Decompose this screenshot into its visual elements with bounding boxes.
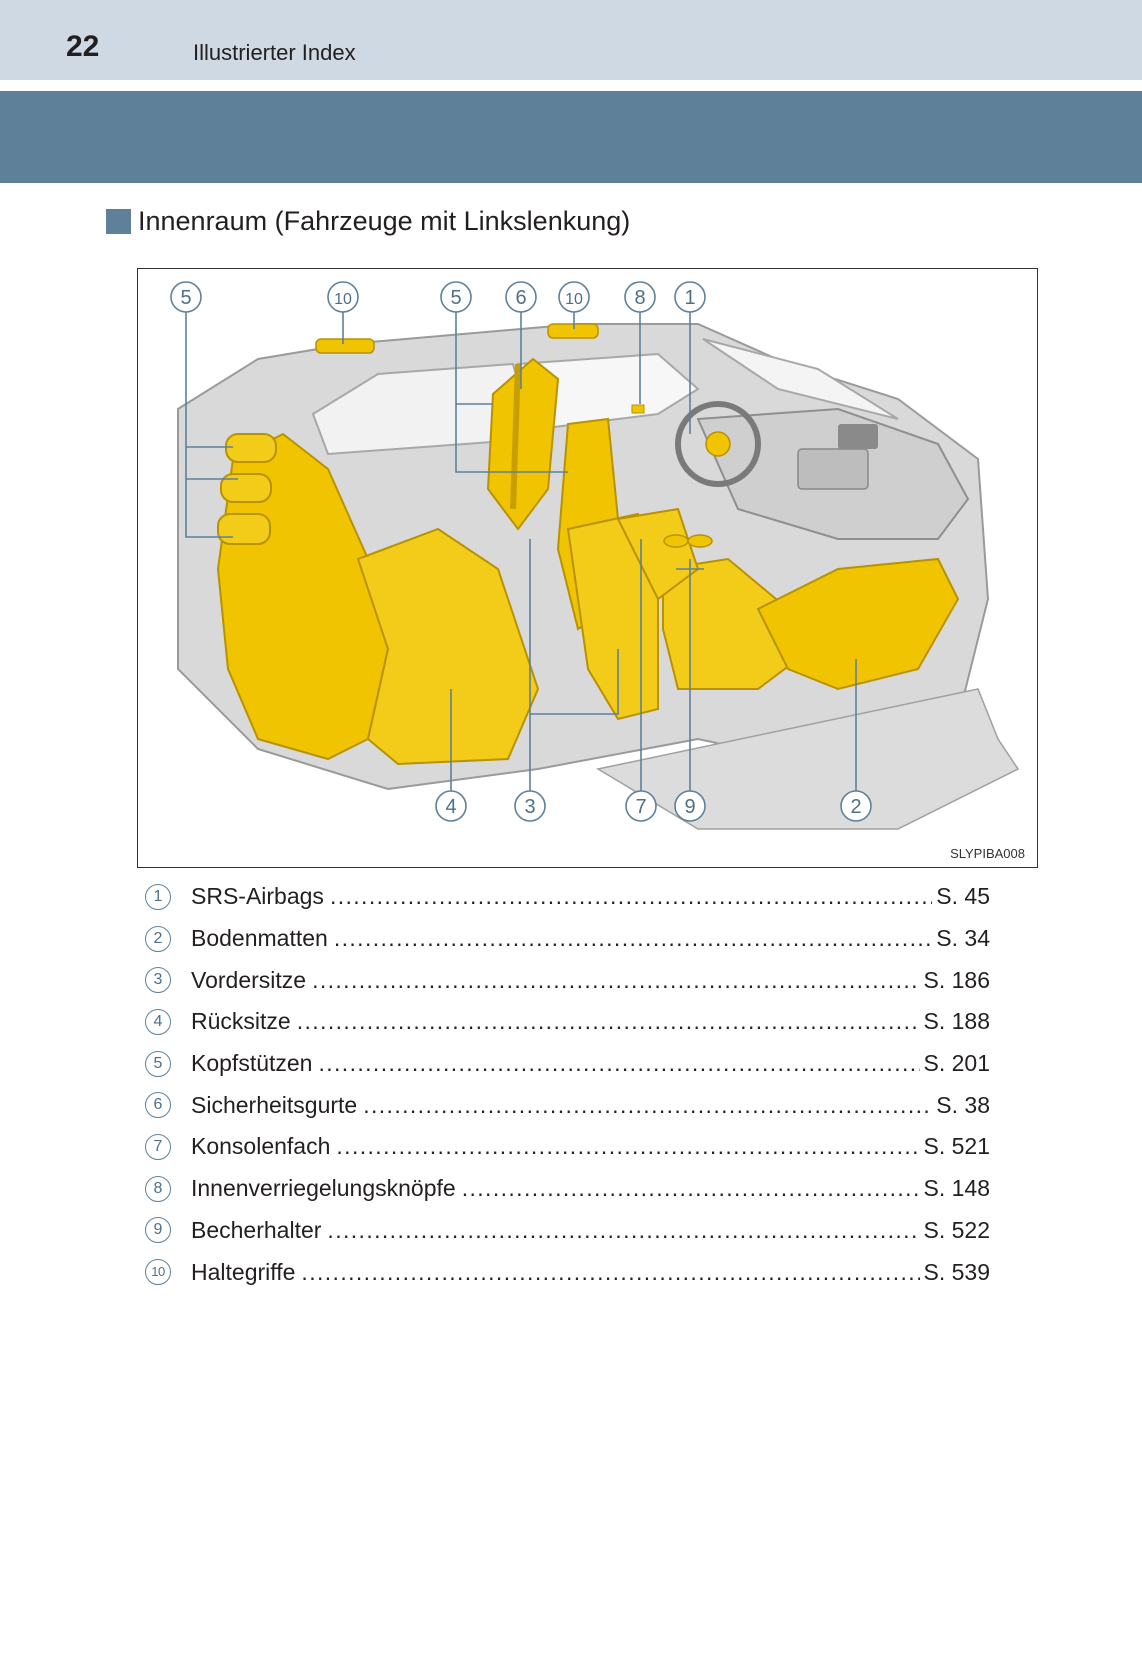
item-number: 10 [145, 1259, 171, 1286]
item-label: Kopfstützen [191, 1050, 313, 1077]
list-item: 8 Innenverriegelungsknöpfe S. 148 [145, 1168, 990, 1210]
item-number: 7 [145, 1133, 171, 1160]
svg-text:2: 2 [850, 796, 861, 818]
page-reference[interactable]: S. 539 [923, 1258, 991, 1285]
item-label: Bodenmatten [191, 925, 328, 952]
item-label: Innenverriegelungsknöpfe [191, 1175, 456, 1202]
page-number: 22 [66, 30, 100, 63]
item-label: Becherhalter [191, 1216, 322, 1243]
page-reference[interactable]: S. 186 [923, 966, 991, 993]
item-label: Haltegriffe [191, 1258, 296, 1285]
list-item: 9 Becherhalter S. 522 [145, 1210, 990, 1252]
svg-text:9: 9 [684, 796, 695, 818]
item-label: Sicherheitsgurte [191, 1091, 358, 1118]
item-label: Konsolenfach [191, 1133, 331, 1160]
page-reference[interactable]: S. 188 [923, 1008, 991, 1035]
dot-leader [336, 1133, 919, 1160]
page-reference[interactable]: S. 34 [936, 925, 990, 952]
svg-text:1: 1 [684, 287, 695, 309]
list-item: 4 Rücksitze S. 188 [145, 1001, 990, 1043]
item-number: 2 [145, 925, 171, 952]
leader-3 [529, 539, 619, 791]
callout-9: 9 [674, 790, 706, 822]
list-item: 6 Sicherheitsgurte S. 38 [145, 1084, 990, 1126]
dot-leader [318, 1050, 919, 1077]
callout-5b: 5 [440, 281, 472, 313]
figure-code: SLYPIBA008 [950, 846, 1025, 861]
list-item: 2 Bodenmatten S. 34 [145, 918, 990, 960]
svg-text:3: 3 [524, 796, 535, 818]
dot-leader [312, 967, 919, 994]
item-number: 4 [145, 1008, 171, 1035]
callout-8: 8 [624, 281, 656, 313]
index-list: 1 SRS-Airbags S. 45 2 Bodenmatten S. 34 … [145, 876, 990, 1293]
header-title: Illustrierter Index [193, 40, 356, 65]
list-item: 5 Kopfstützen S. 201 [145, 1043, 990, 1085]
page-reference[interactable]: S. 45 [936, 883, 990, 910]
svg-text:5: 5 [450, 287, 461, 309]
leader-5b [455, 303, 568, 473]
svg-text:5: 5 [180, 287, 191, 309]
item-number: 3 [145, 967, 171, 994]
page-reference[interactable]: S. 521 [923, 1133, 991, 1160]
dot-leader [334, 925, 932, 952]
leader-5a [185, 303, 238, 538]
callout-7: 7 [625, 790, 657, 822]
page-reference[interactable]: S. 522 [923, 1216, 991, 1243]
leader-9 [676, 559, 704, 791]
svg-text:7: 7 [635, 796, 646, 818]
dot-leader [330, 883, 932, 910]
item-number: 1 [145, 883, 171, 910]
list-item: 7 Konsolenfach S. 521 [145, 1126, 990, 1168]
svg-text:10: 10 [565, 291, 583, 308]
page-reference[interactable]: S. 38 [936, 1091, 990, 1118]
dot-leader [462, 1175, 920, 1202]
item-number: 9 [145, 1217, 171, 1244]
section-marker-icon [106, 209, 131, 234]
section-title: Innenraum (Fahrzeuge mit Linkslenkung) [138, 206, 631, 236]
dot-leader [301, 1259, 919, 1286]
svg-text:8: 8 [634, 287, 645, 309]
item-label: Rücksitze [191, 1008, 291, 1035]
svg-text:4: 4 [445, 796, 456, 818]
item-number: 5 [145, 1050, 171, 1077]
callout-2: 2 [840, 790, 872, 822]
svg-text:6: 6 [515, 287, 526, 309]
interior-illustration: 5 10 5 6 10 8 1 4 3 7 9 2 SLYPIBA008 [137, 268, 1038, 868]
callout-3: 3 [514, 790, 546, 822]
list-item: 1 SRS-Airbags S. 45 [145, 876, 990, 918]
list-item: 3 Vordersitze S. 186 [145, 959, 990, 1001]
item-label: SRS-Airbags [191, 883, 324, 910]
callout-10a: 10 [327, 281, 359, 313]
svg-text:10: 10 [334, 291, 352, 308]
header-accent-band [0, 91, 1142, 183]
interior-drawing: 5 10 5 6 10 8 1 4 3 7 9 2 [138, 269, 1037, 867]
page-reference[interactable]: S. 148 [923, 1175, 991, 1202]
callout-1: 1 [674, 281, 706, 313]
callout-5a: 5 [170, 281, 202, 313]
header-band [0, 0, 1142, 80]
callout-10b: 10 [558, 281, 590, 313]
dot-leader [297, 1008, 920, 1035]
callout-6: 6 [505, 281, 537, 313]
item-label: Vordersitze [191, 966, 307, 993]
list-item: 10 Haltegriffe S. 539 [145, 1251, 990, 1293]
callout-4: 4 [435, 790, 467, 822]
dot-leader [327, 1217, 919, 1244]
item-number: 8 [145, 1175, 171, 1202]
dot-leader [363, 1092, 932, 1119]
item-number: 6 [145, 1092, 171, 1119]
page-reference[interactable]: S. 201 [923, 1050, 991, 1077]
